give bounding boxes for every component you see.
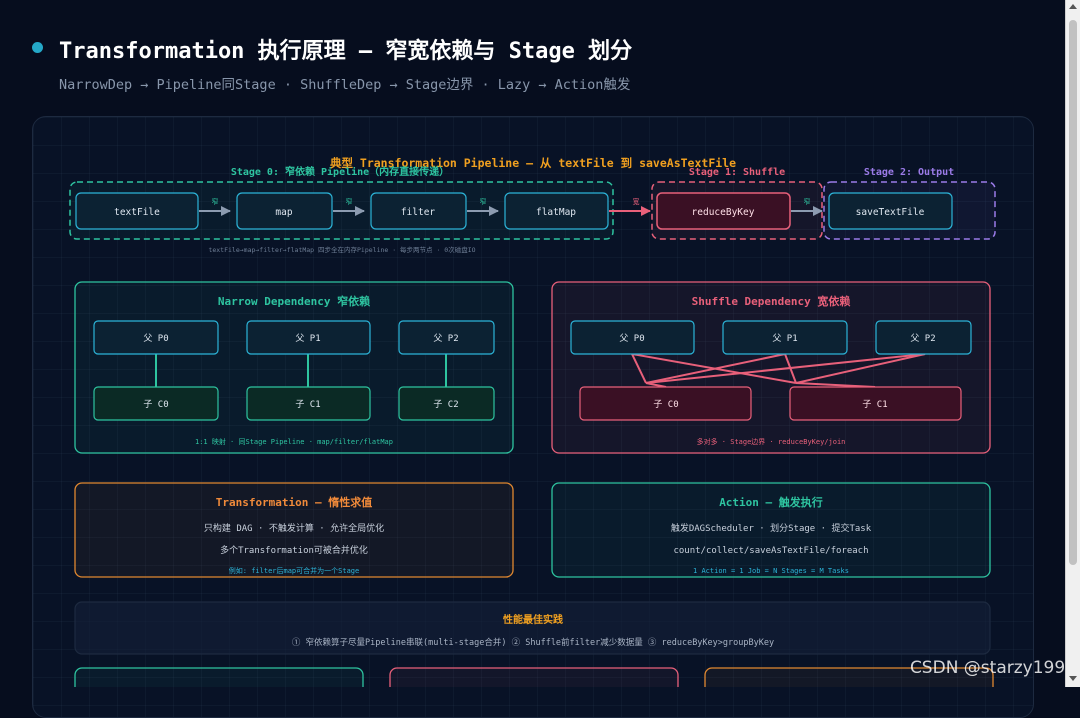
pipeline-node-map[interactable]: map [236, 192, 333, 230]
best-practice-text: ① 窄依赖算子尽量Pipeline串联(multi-stage合并) ② Shu… [292, 637, 774, 648]
scroll-up-icon[interactable] [1069, 4, 1077, 9]
pipeline-node-flatmap[interactable]: flatMap [504, 192, 609, 230]
shuffle-links [631, 353, 926, 388]
partition-label: 子 C0 [143, 399, 168, 410]
narrow-card-caption: 1:1 映射 · 同Stage Pipeline · map/filter/fl… [195, 437, 393, 446]
narrow-arrows: 窄 窄 窄 窄 [199, 197, 823, 216]
partition-label: 父 P1 [295, 333, 320, 344]
shuffle-card-caption: 多对多 · Stage边界 · reduceByKey/join [697, 437, 846, 446]
pipeline-node-label: flatMap [536, 207, 576, 218]
best-practice-title: 性能最佳实践 [502, 613, 563, 626]
title-bullet-icon [32, 42, 43, 53]
partition-label: 子 C2 [433, 399, 458, 410]
arrow-label: 窄 [804, 197, 811, 206]
shuffle-parent-p2[interactable]: 父 P2 [875, 320, 972, 355]
pipeline-title: 典型 Transformation Pipeline — 从 textFile … [330, 156, 736, 170]
action-card-line1: 触发DAGScheduler · 划分Stage · 提交Task [671, 522, 872, 534]
bottom-card-shuffle [389, 667, 679, 687]
scrollbar-thumb[interactable] [1069, 20, 1077, 565]
lazy-evaluation-card [74, 482, 514, 578]
shuffle-card-title: Shuffle Dependency 宽依赖 [692, 294, 851, 308]
partition-label: 父 P0 [143, 333, 168, 344]
pipeline-node-label: textFile [114, 207, 160, 218]
wide-arrow: 宽 [609, 197, 651, 216]
shuffle-child-c1[interactable]: 子 C1 [789, 386, 962, 421]
pipeline-node-savetextfile[interactable]: saveTextFile [828, 192, 953, 230]
pipeline-node-label: map [275, 207, 292, 218]
pipeline-node-filter[interactable]: filter [370, 192, 467, 230]
shuffle-parent-p0[interactable]: 父 P0 [570, 320, 695, 355]
pipeline-node-textfile[interactable]: textFile [75, 192, 199, 230]
action-card-formula: 1 Action = 1 Job = N Stages = M Tasks [693, 567, 849, 575]
best-practice-card [74, 601, 991, 655]
partition-label: 父 P0 [619, 333, 644, 344]
arrow-label: 宽 [633, 197, 640, 206]
arrow-label: 窄 [212, 197, 219, 206]
partition-label: 父 P1 [772, 333, 797, 344]
shuffle-child-c0[interactable]: 子 C0 [579, 386, 752, 421]
narrow-child-c2[interactable]: 子 C2 [398, 386, 495, 421]
action-card-line2: count/collect/saveAsTextFile/foreach [673, 546, 868, 556]
scroll-down-icon[interactable] [1069, 676, 1077, 681]
narrow-links [155, 354, 447, 387]
partition-label: 子 C0 [653, 399, 678, 410]
action-card [551, 482, 991, 578]
narrow-parent-p0[interactable]: 父 P0 [93, 320, 219, 355]
stage1-label: Stage 1: Shuffle [689, 167, 785, 178]
lazy-card-line2: 多个Transformation可被合并优化 [220, 544, 368, 556]
arrow-label: 窄 [346, 197, 353, 206]
pipeline-node-reducebykey[interactable]: reduceByKey [656, 192, 791, 230]
csdn-watermark: CSDN @starzy1990 [909, 658, 1076, 678]
partition-label: 子 C1 [862, 399, 887, 410]
action-card-title: Action — 触发执行 [719, 495, 823, 509]
pipeline-node-label: reduceByKey [692, 207, 755, 218]
narrow-child-c1[interactable]: 子 C1 [246, 386, 371, 421]
bottom-card-action [704, 667, 994, 687]
page-title: Transformation 执行原理 — 窄宽依赖与 Stage 划分 [59, 39, 633, 64]
stage0-label: Stage 0: 窄依赖 Pipeline（内存直接传递） [231, 165, 449, 178]
partition-label: 子 C1 [295, 399, 320, 410]
partition-label: 父 P2 [910, 333, 935, 344]
lazy-card-example: 例如: filter后map可合并为一个Stage [229, 566, 359, 575]
arrow-label: 窄 [480, 197, 487, 206]
narrow-child-c0[interactable]: 子 C0 [93, 386, 219, 421]
narrow-parent-p1[interactable]: 父 P1 [246, 320, 371, 355]
lazy-card-title: Transformation — 惰性求值 [216, 495, 373, 509]
lazy-card-line1: 只构建 DAG · 不触发计算 · 允许全局优化 [204, 522, 384, 534]
pipeline-caption: textFile→map→filter→flatMap 四步全在内存Pipeli… [208, 245, 475, 254]
shuffle-parent-p1[interactable]: 父 P1 [722, 320, 848, 355]
bottom-card-narrow [74, 667, 364, 687]
partition-label: 父 P2 [433, 333, 458, 344]
page-subtitle: NarrowDep → Pipeline同Stage · ShuffleDep … [59, 77, 631, 93]
diagram-canvas: 典型 Transformation Pipeline — 从 textFile … [69, 156, 996, 687]
pipeline-node-label: saveTextFile [856, 207, 925, 218]
stage2-label: Stage 2: Output [864, 167, 954, 178]
narrow-card-title: Narrow Dependency 窄依赖 [218, 294, 370, 308]
narrow-parent-p2[interactable]: 父 P2 [398, 320, 495, 355]
pipeline-node-label: filter [401, 207, 436, 218]
